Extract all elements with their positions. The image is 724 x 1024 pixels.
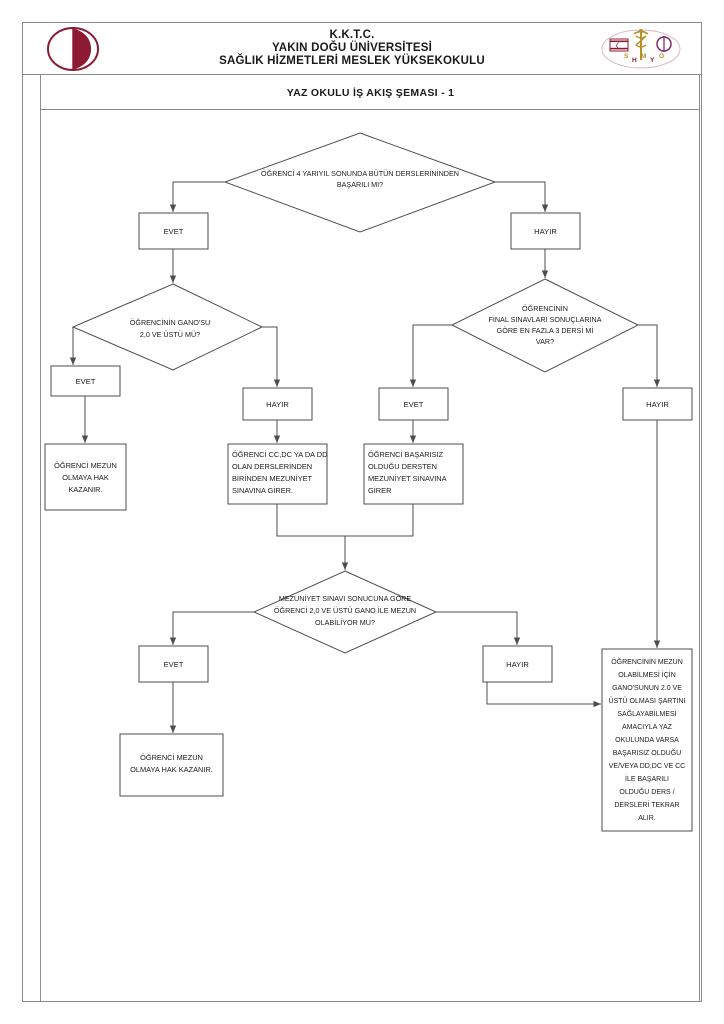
process-4-line2: OLMAYA HAK KAZANIR. (130, 765, 213, 774)
decision-4-semester-success (223, 132, 497, 233)
process-2-line1: ÖĞRENCİ CC,DC YA DA DD (232, 450, 327, 459)
header-title-group: K.K.T.C. YAKIN DOĞU ÜNİVERSİTESİ SAĞLIK … (123, 29, 581, 68)
process-5-line3: GANO'SUNUN 2.0 VE (612, 685, 682, 692)
svg-text:H: H (632, 57, 637, 64)
process-cc-dc-dd-graduation-exam (227, 443, 328, 505)
process-2-line3: BİRİNDEN MEZUNİYET (232, 474, 313, 483)
process-5-line8: BAŞARISIZ OLDUĞU (613, 748, 681, 757)
decision-gano-2-0 (71, 283, 264, 371)
process-5-line2: OLABİLMESİ İÇİN (618, 670, 676, 679)
decision-4-line2: ÖĞRENCİ 2,0 VE ÜSTÜ GANO İLE MEZUN (274, 606, 416, 615)
edge-d3-hayir3 (638, 324, 661, 388)
svg-text:Y: Y (650, 57, 655, 64)
process-5-line7: OKULUNDA VARSA (615, 737, 679, 744)
process-5-line12: DERSLERİ TEKRAR (614, 800, 679, 809)
decision-3-line4: VAR? (536, 337, 554, 346)
process-5-line9: VE/VEYA DD,DC VE CC (609, 763, 686, 770)
process-2-line2: OLAN DERSLERİNDEN (232, 462, 312, 471)
node-hayir-1-label: HAYIR (534, 227, 557, 236)
edge-hayir4-p5 (486, 682, 602, 708)
decision-3-line1: ÖĞRENCİNİN (522, 304, 568, 313)
decision-2-line2: 2,0 VE ÜSTÜ MÜ? (140, 330, 200, 339)
process-5-line10: İLE BAŞARILI (625, 774, 669, 783)
process-1-line3: KAZANIR. (68, 485, 102, 494)
process-3-line3: MEZUNİYET SINAVINA (368, 474, 447, 483)
process-1-line2: OLMAYA HAK (62, 473, 109, 482)
node-hayir-4 (482, 645, 553, 683)
svg-text:M: M (641, 53, 646, 60)
decision-1-line1: ÖĞRENCİ 4 YARIYIL SONUNDA BÜTÜN DERSLERİ… (261, 169, 459, 178)
node-evet-2 (50, 365, 121, 397)
decision-graduation-exam-result (252, 570, 438, 654)
decision-4-line3: OLABİLİYOR MU? (315, 618, 375, 627)
node-hayir-1 (510, 212, 581, 250)
node-hayir-2-label: HAYIR (266, 400, 289, 409)
node-evet-3 (378, 387, 449, 421)
edge-d4-hayir4 (436, 611, 521, 646)
process-5-line1: ÖĞRENCİNİN MEZUN (611, 657, 683, 666)
decision-4-line1: MEZUNİYET SINAVI SONUCUNA GÖRE (279, 594, 412, 603)
page-title: YAZ OKULU İŞ AKIŞ ŞEMASI - 1 (41, 76, 700, 110)
edge-d1-evet1 (169, 181, 225, 213)
process-5-line13: ALIR. (638, 815, 656, 822)
process-5-line11: OLDUĞU DERS / (619, 787, 674, 796)
node-evet-1 (138, 212, 209, 250)
process-graduate-eligible-2 (119, 733, 224, 797)
node-evet-4 (138, 645, 209, 683)
node-evet-3-label: EVET (404, 400, 424, 409)
process-5-line6: AMACIYLA YAZ (622, 724, 673, 731)
decision-final-max-3-courses (450, 278, 640, 373)
process-1-line1: ÖĞRENCİ MEZUN (54, 461, 117, 470)
decision-2-line1: ÖĞRENCİNİN GANO'SU (130, 318, 210, 327)
svg-text:O: O (659, 53, 664, 60)
decision-3-line2: FİNAL SINAVLARI SONUÇLARINA (488, 315, 601, 324)
node-hayir-3-label: HAYIR (646, 400, 669, 409)
node-evet-1-label: EVET (164, 227, 184, 236)
neu-crescent-logo (23, 26, 123, 72)
header-org-line2: YAKIN DOĞU ÜNİVERSİTESİ (271, 42, 433, 55)
document-header: K.K.T.C. YAKIN DOĞU ÜNİVERSİTESİ SAĞLIK … (23, 23, 701, 75)
process-3-line1: ÖĞRENCİ BAŞARISIZ (368, 450, 444, 459)
process-5-line5: SAĞLAYABİLMESİ (617, 709, 676, 718)
svg-text:S: S (624, 53, 629, 60)
node-evet-4-label: EVET (164, 660, 184, 669)
decision-1-line2: BAŞARILI MI? (337, 180, 383, 189)
edge-d4-evet4 (169, 611, 254, 646)
edge-d1-hayir1 (495, 181, 549, 213)
process-failed-course-graduation-exam (363, 443, 464, 505)
process-4-line1: ÖĞRENCİ MEZUN (140, 753, 203, 762)
process-3-line4: GİRER (368, 486, 391, 495)
edge-d2-hayir2 (262, 326, 281, 388)
process-3-line2: OLDUĞU DERSTEN (368, 462, 437, 471)
header-org-line3: SAĞLIK HİZMETLERİ MESLEK YÜKSEKOKULU (219, 54, 485, 67)
node-hayir-4-label: HAYIR (506, 660, 529, 669)
process-summer-school-retake (601, 648, 693, 832)
header-org-line1: K.K.T.C. (329, 29, 375, 42)
process-graduate-eligible-1 (44, 443, 127, 511)
process-2-line4: SINAVINA GİRER. (232, 486, 293, 495)
edge-d3-evet3 (409, 324, 452, 388)
node-hayir-2 (242, 387, 313, 421)
page-inner-border (40, 75, 700, 1002)
node-hayir-3 (622, 387, 693, 421)
decision-3-line3: GÖRE EN FAZLA 3 DERSİ Mİ (497, 326, 594, 335)
edge-merge-p2-p3 (276, 504, 414, 537)
page-title-text: YAZ OKULU İŞ AKIŞ ŞEMASI - 1 (286, 86, 455, 99)
process-5-line4: ÜSTÜ OLMASI ŞARTINI (609, 697, 686, 705)
node-evet-2-label: EVET (76, 377, 96, 386)
shmyo-caduceus-logo: S H M Y O (581, 26, 701, 72)
